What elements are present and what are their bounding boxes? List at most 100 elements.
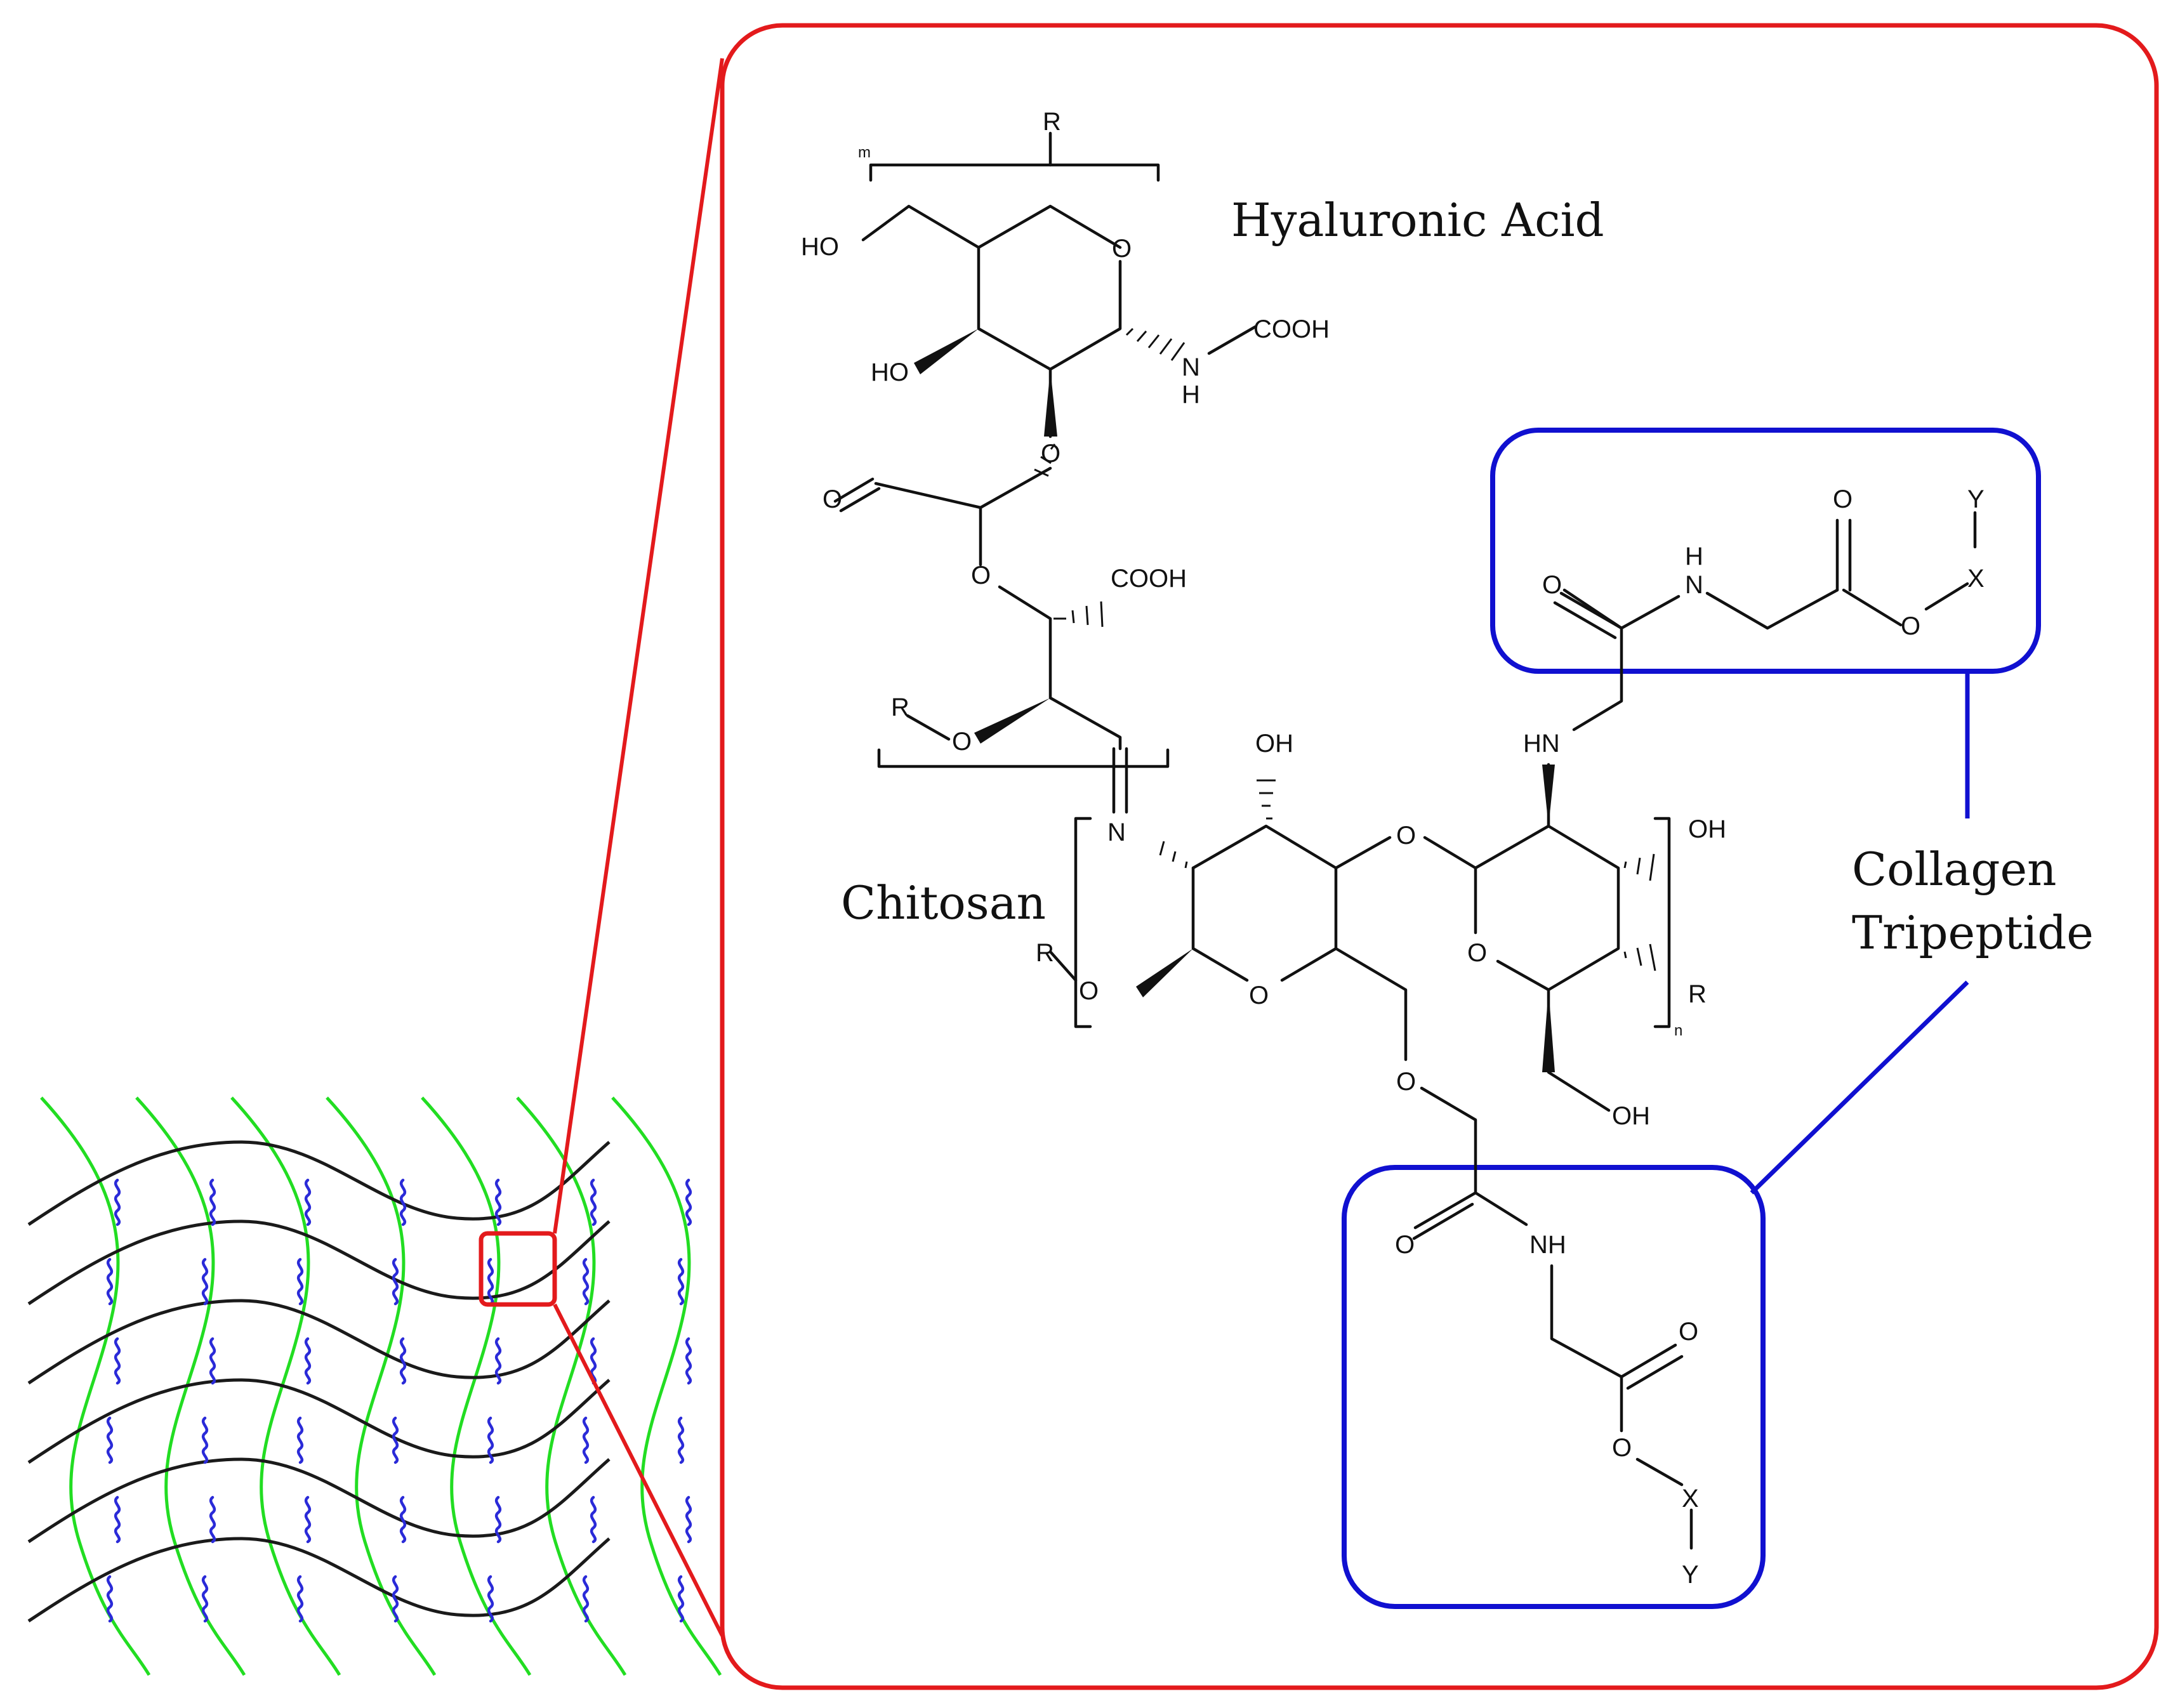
atom-labels: R m HO O COOH HO N H O O O COOH R O OH H… bbox=[801, 108, 1985, 1589]
atom-O-ring2: O bbox=[1467, 939, 1487, 967]
collagen-squiggle bbox=[201, 1258, 209, 1306]
label-chitosan: Chitosan bbox=[841, 876, 1046, 930]
chitosan-strand bbox=[27, 1537, 611, 1623]
atom-O-glycosidic: O bbox=[1041, 440, 1060, 468]
zoom-connector-top bbox=[553, 58, 724, 1234]
collagen-squiggle bbox=[487, 1258, 494, 1306]
hyaluronic-strand bbox=[421, 1096, 532, 1676]
atom-X-bot: X bbox=[1682, 1485, 1699, 1513]
chitosan-strand bbox=[27, 1140, 611, 1226]
label-collagen-line1: Collagen bbox=[1852, 843, 2057, 896]
collagen-squiggle bbox=[201, 1575, 209, 1623]
atom-COOH-top: COOH bbox=[1253, 315, 1330, 343]
atom-R-chitosan-right: R bbox=[1688, 980, 1707, 1008]
collagen-squiggle bbox=[209, 1178, 216, 1226]
collagen-squiggle bbox=[209, 1337, 216, 1385]
collagen-squiggle bbox=[392, 1258, 399, 1306]
collagen-squiggle bbox=[304, 1337, 312, 1385]
collagen-squiggle bbox=[685, 1337, 692, 1385]
atom-H-top: H bbox=[1685, 542, 1703, 570]
collagen-squiggle bbox=[296, 1416, 304, 1464]
chitosan-strand bbox=[27, 1378, 611, 1464]
atom-O-carbonyl-bot2: O bbox=[1679, 1318, 1698, 1346]
collagen-squiggle bbox=[494, 1337, 502, 1385]
atom-O-bridge: O bbox=[1396, 822, 1416, 850]
collagen-squiggle bbox=[114, 1178, 121, 1226]
collagen-squiggle bbox=[590, 1337, 597, 1385]
collagen-squiggle bbox=[296, 1575, 304, 1623]
collagen-squiggle bbox=[677, 1416, 685, 1464]
atom-HO-ch2: HO bbox=[801, 233, 839, 261]
atom-COOH-mid: COOH bbox=[1111, 565, 1187, 593]
polymer-network-schematic bbox=[27, 1096, 722, 1676]
collagen-squiggle bbox=[487, 1575, 494, 1623]
zoom-highlight-box bbox=[479, 1231, 557, 1307]
atom-O-chitosan-left: O bbox=[1079, 977, 1099, 1005]
hyaluronic-acid-strands bbox=[40, 1096, 722, 1676]
collagen-squiggle bbox=[114, 1495, 121, 1544]
collagen-squiggle bbox=[590, 1178, 597, 1226]
atom-O-ether: O bbox=[971, 562, 991, 589]
collagen-squiggle bbox=[106, 1575, 114, 1623]
atom-HO-ring: HO bbox=[871, 358, 909, 386]
atom-R-top: R bbox=[1043, 108, 1061, 136]
collagen-squiggle bbox=[392, 1575, 399, 1623]
chitosan-strand bbox=[27, 1219, 611, 1306]
atom-NH-bot: NH bbox=[1529, 1231, 1566, 1259]
label-collagen-line2: Tripeptide bbox=[1852, 906, 2094, 959]
collagen-squiggle bbox=[494, 1178, 502, 1226]
collagen-squiggle bbox=[677, 1258, 685, 1306]
collagen-squiggle bbox=[685, 1178, 692, 1226]
atom-HN-ring2: HN bbox=[1523, 730, 1560, 758]
collagen-box-top bbox=[1490, 428, 2041, 674]
atom-O-ring1: O bbox=[1249, 982, 1269, 1009]
atom-O-OR: O bbox=[952, 728, 972, 756]
atom-Y-bot: Y bbox=[1682, 1561, 1699, 1589]
chitosan-strands bbox=[27, 1140, 611, 1623]
hyaluronic-strand bbox=[611, 1096, 722, 1676]
collagen-squiggle bbox=[399, 1495, 407, 1544]
atom-OH-ring2: OH bbox=[1688, 815, 1726, 843]
atom-O-ether-low: O bbox=[1396, 1068, 1416, 1096]
collagen-squiggle bbox=[582, 1575, 590, 1623]
chitosan-strand bbox=[27, 1299, 611, 1385]
atom-N-amide: N bbox=[1182, 353, 1200, 381]
atom-O-ester-top: O bbox=[1901, 612, 1920, 640]
atom-R-OR: R bbox=[891, 693, 909, 721]
atom-O-carbonyl-bot1: O bbox=[1395, 1231, 1415, 1259]
atom-OH-ring1: OH bbox=[1255, 730, 1293, 758]
collagen-squiggle bbox=[106, 1416, 114, 1464]
atom-X-top: X bbox=[1967, 565, 1985, 593]
chitosan-strand bbox=[27, 1457, 611, 1544]
collagen-squiggle bbox=[201, 1416, 209, 1464]
atom-N-imine: N bbox=[1107, 818, 1126, 846]
atom-R-chitosan-left: R bbox=[1036, 939, 1054, 967]
collagen-squiggle bbox=[106, 1258, 114, 1306]
zoom-connector-bottom bbox=[553, 1303, 724, 1637]
collagen-squiggle bbox=[487, 1416, 494, 1464]
collagen-squiggles bbox=[106, 1178, 692, 1623]
collagen-squiggle bbox=[296, 1258, 304, 1306]
collagen-squiggle bbox=[494, 1495, 502, 1544]
atom-N-top: N bbox=[1685, 571, 1703, 599]
atom-O-carbonyl-top2: O bbox=[1833, 485, 1853, 513]
collagen-squiggle bbox=[677, 1575, 685, 1623]
collagen-squiggle bbox=[392, 1416, 399, 1464]
atom-O-carbonyl-top1: O bbox=[1542, 571, 1562, 599]
atom-O-ring-top: O bbox=[1112, 235, 1132, 263]
atom-H-amide: H bbox=[1182, 381, 1200, 409]
atom-OH-ch2-low: OH bbox=[1612, 1102, 1650, 1130]
collagen-squiggle bbox=[399, 1337, 407, 1385]
collagen-squiggle bbox=[304, 1178, 312, 1226]
hyaluronic-strand bbox=[516, 1096, 627, 1676]
collagen-squiggle bbox=[685, 1495, 692, 1544]
stereo-bonds bbox=[914, 327, 1656, 1072]
zoom-detail-frame bbox=[720, 23, 2159, 1690]
collagen-squiggle bbox=[209, 1495, 216, 1544]
collagen-squiggle bbox=[582, 1258, 590, 1306]
atom-O-aldehyde: O bbox=[822, 485, 842, 513]
label-hyaluronic-acid: Hyaluronic Acid bbox=[1231, 194, 1604, 247]
collagen-squiggle bbox=[304, 1495, 312, 1544]
collagen-box-bottom bbox=[1342, 1165, 1766, 1609]
